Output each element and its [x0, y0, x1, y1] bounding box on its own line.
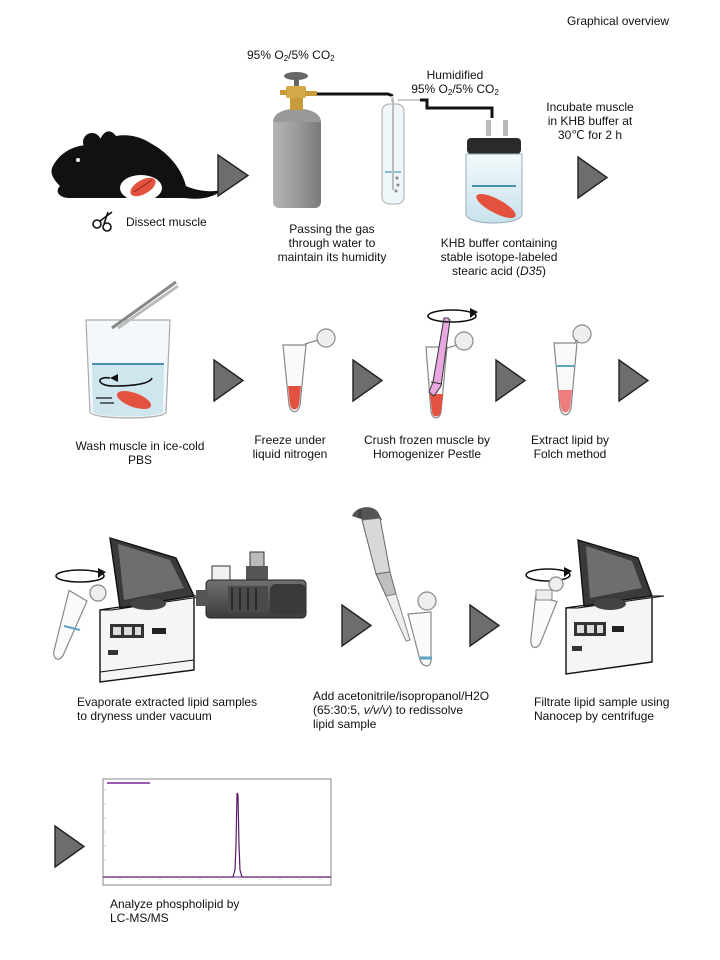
beaker-icon: [85, 280, 179, 419]
vacuum-pump-icon: [196, 551, 307, 619]
step-wash-label: Wash muscle in ice-cold PBS: [75, 439, 205, 467]
pipette-icon: [352, 507, 411, 642]
step-analyze-label: Analyze phospholipid by LC-MS/MS: [110, 897, 240, 925]
homogenizer-tube-icon: [425, 308, 478, 419]
tube-icon: [282, 328, 336, 413]
step-redissolve-label: Add acetonitrile/isopropanol/H2O (65:30:…: [313, 689, 490, 731]
khb-jar-icon: [465, 120, 523, 224]
scissors-icon: [92, 211, 113, 232]
gas-source-label: 95% O2/5% CO2: [247, 48, 335, 63]
step-passing-label: Passing the gas through water to maintai…: [277, 222, 387, 264]
tube-icon: [407, 591, 437, 667]
step-filtrate-label: Filtrate lipid sample using Nanocep by c…: [534, 695, 670, 723]
step-extract-label: Extract lipid by Folch method: [530, 433, 610, 461]
bubbler-icon: [381, 98, 420, 205]
arrow-icon: [217, 153, 250, 198]
mouse-icon: [51, 131, 223, 201]
chromatogram: [102, 778, 332, 886]
gas-cylinder-icon: [273, 72, 321, 208]
arrow-icon: [352, 358, 384, 403]
centrifuge-icon: [565, 539, 665, 675]
arrow-icon: [341, 603, 373, 648]
arrow-icon: [54, 824, 86, 869]
step-incubate-label: Incubate muscle in KHB buffer at 30℃ for…: [546, 100, 634, 142]
step-evaporate-label: Evaporate extracted lipid samples to dry…: [77, 695, 258, 723]
centrifuge-icon: [99, 537, 207, 683]
arrow-icon: [213, 358, 245, 403]
extract-tube-icon: [553, 324, 592, 416]
rotating-tube-icon: [525, 567, 572, 649]
arrow-icon: [469, 603, 501, 648]
step-khb-label: KHB buffer containing stable isotope-lab…: [440, 236, 558, 278]
rotating-tube-icon: [53, 568, 107, 660]
page-title: Graphical overview: [567, 14, 670, 28]
step-dissect-label: Dissect muscle: [126, 215, 207, 229]
step-freeze-label: Freeze under liquid nitrogen: [252, 433, 328, 461]
step-crush-label: Crush frozen muscle by Homogenizer Pestl…: [363, 433, 491, 461]
arrow-icon: [618, 358, 650, 403]
humidified-gas-label: Humidified 95% O2/5% CO2: [411, 68, 499, 97]
arrow-icon: [577, 155, 609, 200]
arrow-icon: [495, 358, 527, 403]
